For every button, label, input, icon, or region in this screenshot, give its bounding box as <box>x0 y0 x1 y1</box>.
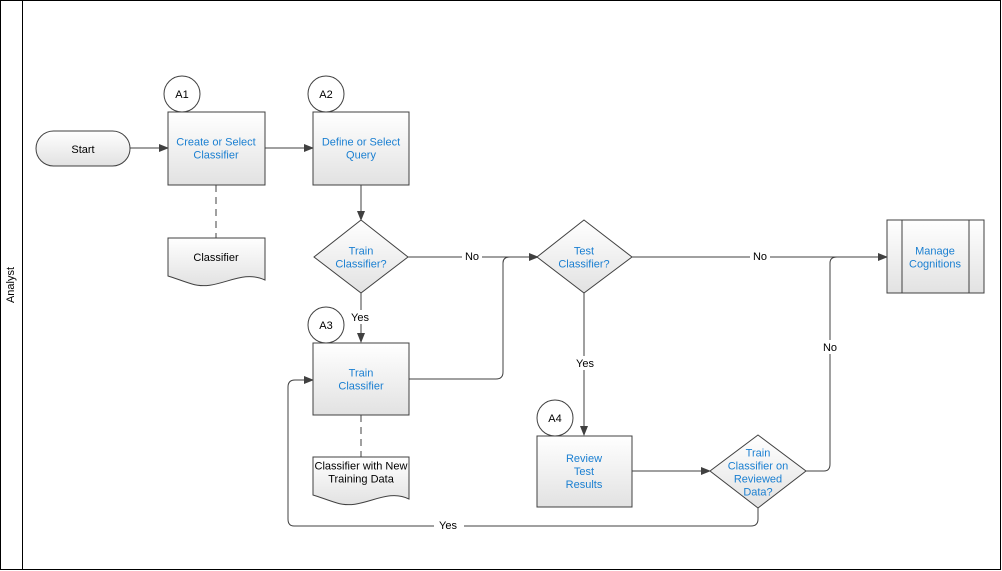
a4-badge: A4 <box>536 399 574 437</box>
a2-badge-line-1: A2 <box>319 89 332 101</box>
edge-label-retrain-yes: Yes <box>439 520 457 532</box>
manage-line-2: Cognitions <box>909 259 961 271</box>
a4-line-1: Review <box>566 453 602 465</box>
a4-line-3: Results <box>566 479 603 491</box>
a2-badge-label: A2 <box>319 89 332 101</box>
a1-badge: A1 <box>163 75 201 113</box>
start-terminator: Start <box>35 130 131 167</box>
edge-label-retrain-no: No <box>823 342 837 354</box>
swimlane-label: Analyst <box>5 267 17 303</box>
edge-retrain-yes <box>287 376 759 527</box>
test-decision-line-2: Classifier? <box>558 259 609 271</box>
retrain-decision-line-3: Reviewed <box>734 474 782 486</box>
test-decision-line-1: Test <box>574 246 594 258</box>
classifier-document-label: Classifier <box>193 252 239 264</box>
retrain-decision-line-2: Classifier on <box>728 461 789 473</box>
a2-line-2: Query <box>346 150 376 162</box>
classifier-document: Classifier <box>167 237 266 287</box>
new-data-doc-line-2: Training Data <box>328 474 395 486</box>
edge-retrain-no <box>806 256 887 472</box>
a1-badge-label: A1 <box>175 89 188 101</box>
classifier-doc-line-1: Classifier <box>193 252 239 264</box>
new-data-doc-line-1: Classifier with New <box>315 461 408 473</box>
manage-line-1: Manage <box>915 246 955 258</box>
train-decision-line-1: Train <box>349 246 374 258</box>
edge-label-train-yes: Yes <box>351 312 369 324</box>
edge-label-test-no: No <box>753 251 767 263</box>
a3-badge: A3 <box>307 306 345 344</box>
a1-line-1: Create or Select <box>176 137 255 149</box>
a3-badge-label: A3 <box>319 320 332 332</box>
train-decision-line-2: Classifier? <box>335 259 386 271</box>
a3-badge-line-1: A3 <box>319 320 332 332</box>
a1-badge-line-1: A1 <box>175 89 188 101</box>
edge-label-test-yes: Yes <box>576 358 594 370</box>
edge-label-train-no: No <box>465 251 479 263</box>
a4-badge-line-1: A4 <box>548 413 561 425</box>
retrain-decision-line-1: Train <box>746 448 771 460</box>
a4-line-2: Test <box>574 466 594 478</box>
retrain-decision-line-4: Data? <box>743 487 772 499</box>
a3-line-2: Classifier <box>338 381 384 393</box>
edge-a3-to-test-decision <box>409 256 538 380</box>
a4-badge-label: A4 <box>548 413 561 425</box>
a1-line-2: Classifier <box>193 150 239 162</box>
start-label: Start <box>71 144 94 156</box>
a2-line-1: Define or Select <box>322 137 400 149</box>
a2-badge: A2 <box>307 75 345 113</box>
start-line-1: Start <box>71 144 94 156</box>
a3-line-1: Train <box>349 368 374 380</box>
